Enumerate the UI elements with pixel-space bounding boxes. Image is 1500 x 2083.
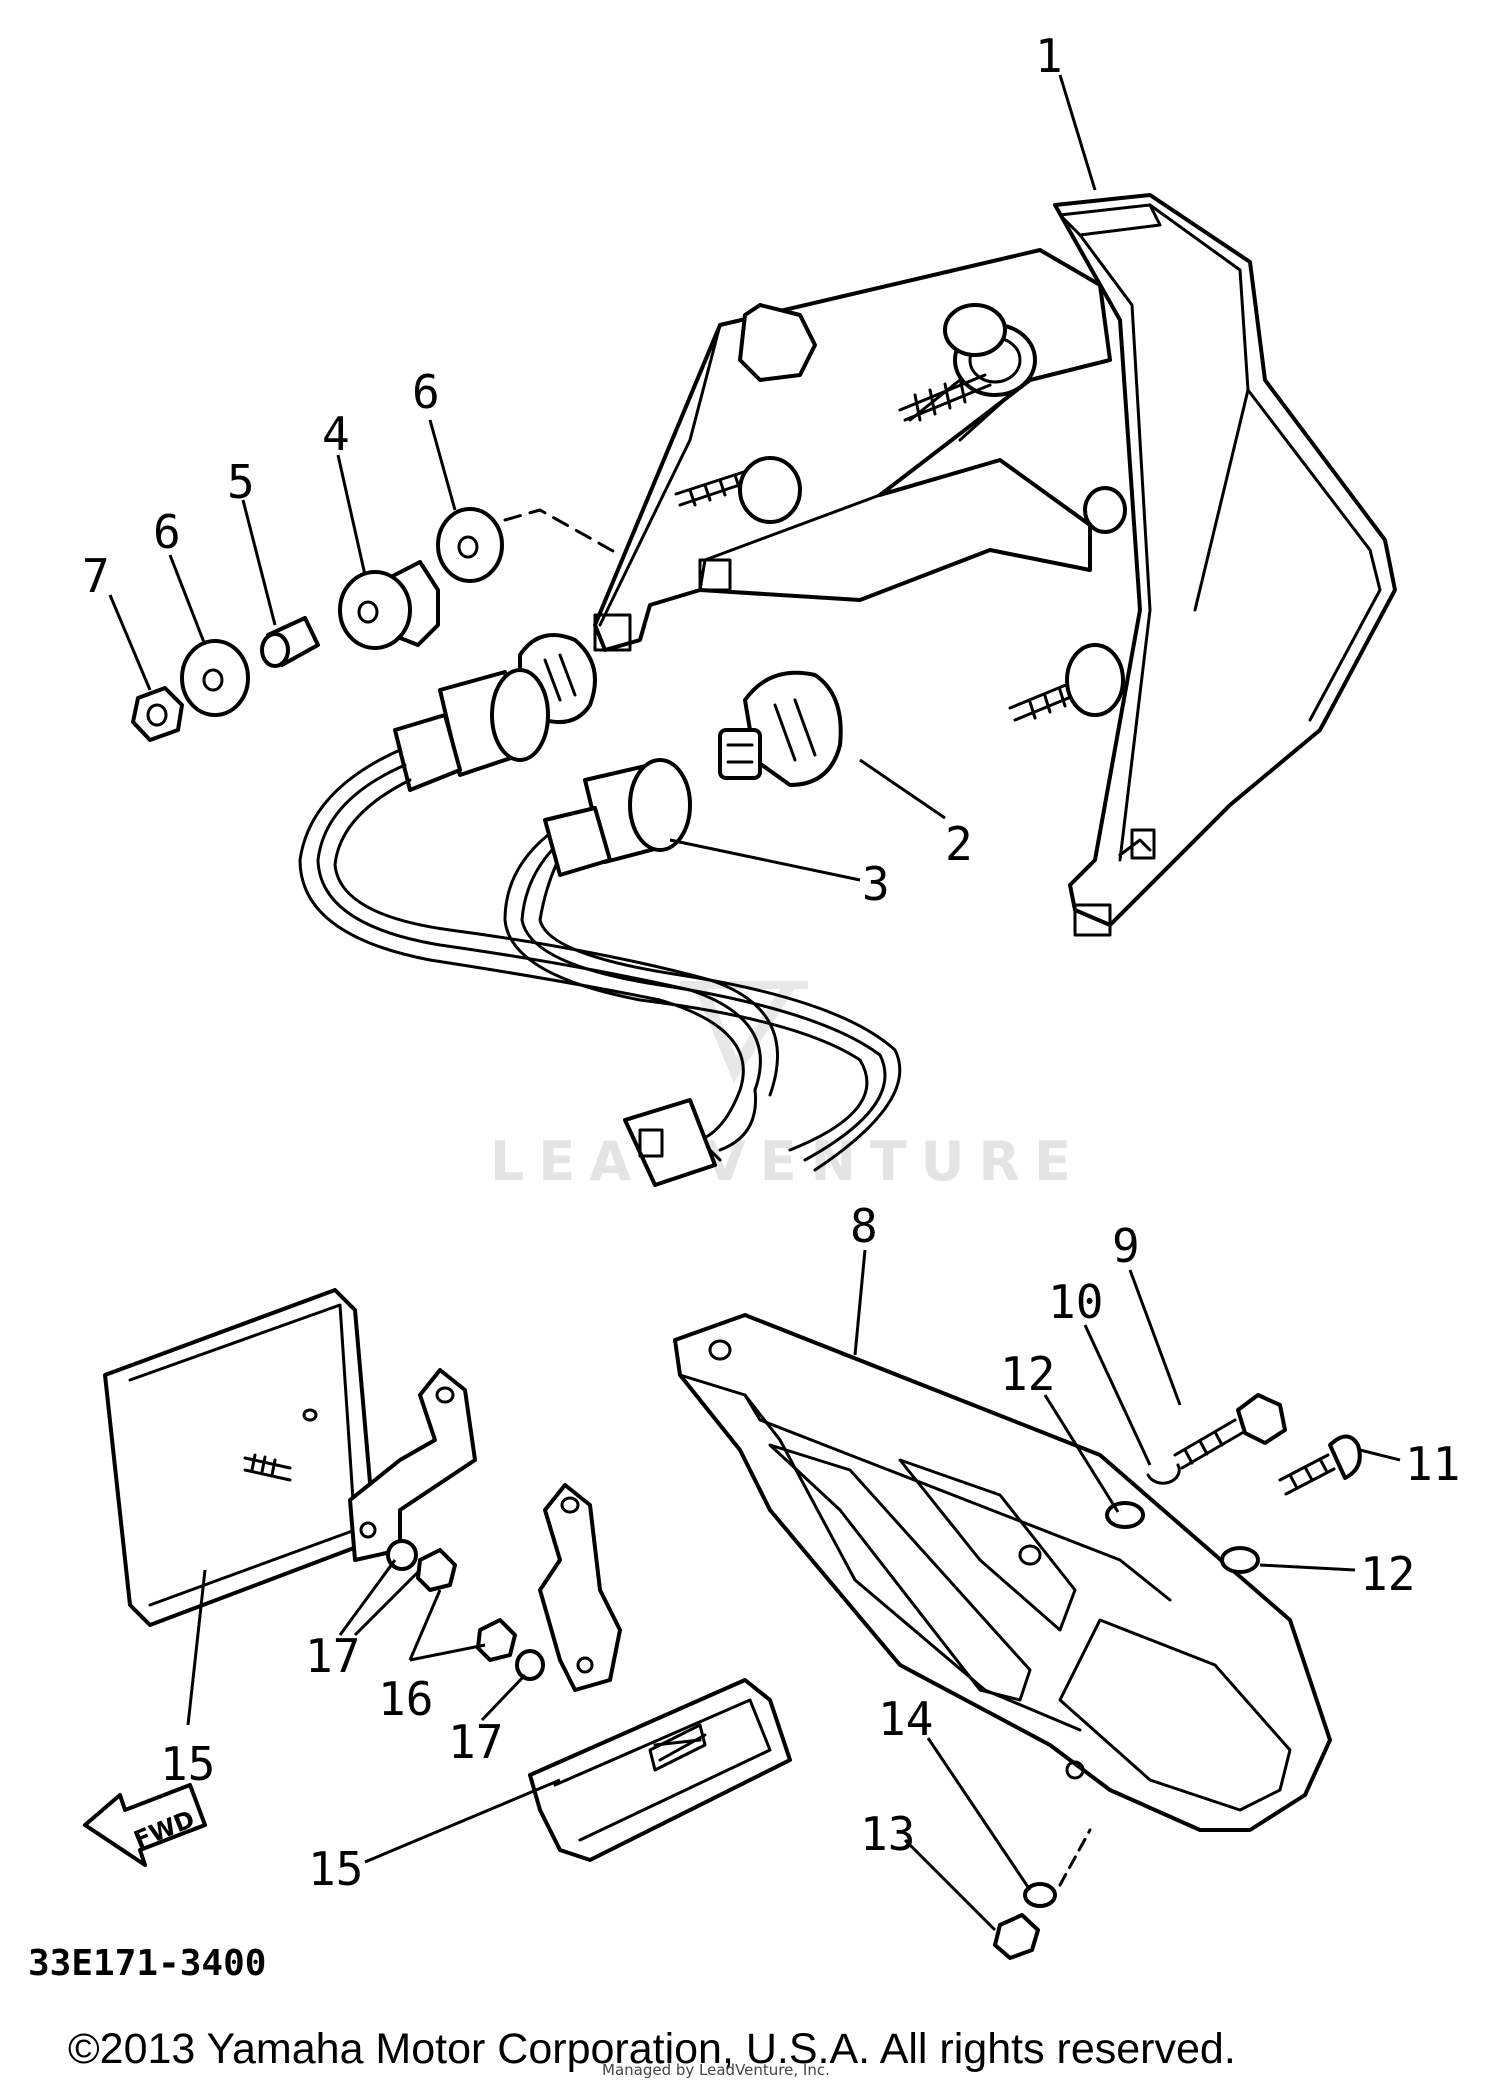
housing-stud — [898, 373, 992, 422]
watermark-text: LEADVENTURE — [490, 1130, 1085, 1193]
part-12-washer — [1105, 1501, 1145, 1529]
callout-labels: 1 2 3 4 5 6 6 7 8 9 10 11 12 12 13 14 15… — [82, 29, 1460, 1896]
part-6-washer-lower — [180, 639, 250, 717]
part-15-reflector-upper — [103, 1288, 377, 1627]
copyright-notice: ©2013 Yamaha Motor Corporation, U.S.A. A… — [68, 2025, 1236, 2073]
part-7-nut — [131, 686, 184, 742]
callout-15b: 15 — [308, 1842, 363, 1896]
callout-14: 14 — [878, 1692, 933, 1746]
callout-17b: 17 — [448, 1715, 503, 1769]
callout-11: 11 — [1405, 1437, 1460, 1491]
callout-15a: 15 — [160, 1737, 215, 1791]
part-9-bolt — [1173, 1393, 1287, 1470]
reflector-bracket-upper — [348, 1368, 477, 1562]
figure-id: 33E171-3400 — [28, 1943, 266, 1984]
callout-12a: 12 — [1000, 1347, 1055, 1401]
callout-9: 9 — [1112, 1219, 1140, 1273]
callout-7: 7 — [82, 549, 110, 603]
callout-2: 2 — [945, 817, 973, 871]
part-3-socket-upper — [393, 668, 550, 792]
forward-direction-arrow: FWD — [83, 1783, 207, 1867]
part-10-lock-washer — [1146, 1463, 1181, 1485]
callout-8: 8 — [850, 1199, 878, 1253]
part-16-nut — [476, 1618, 517, 1662]
credit-text: Managed by LeadVenture, Inc. — [602, 2061, 830, 2079]
part-11-screw — [1278, 1434, 1362, 1496]
callout-6a: 6 — [412, 365, 440, 419]
callout-10: 10 — [1048, 1275, 1103, 1329]
callout-12b: 12 — [1360, 1547, 1415, 1601]
callout-4: 4 — [322, 407, 350, 461]
callout-6b: 6 — [153, 505, 181, 559]
callout-1: 1 — [1035, 29, 1063, 83]
part-4-grommet — [338, 560, 440, 650]
part-17-washer — [515, 1649, 545, 1681]
callout-13: 13 — [860, 1807, 915, 1861]
callout-17a: 17 — [305, 1629, 360, 1683]
part-5-collar — [260, 616, 320, 668]
reflector-bracket-lower — [538, 1483, 622, 1692]
part-16-nut — [416, 1548, 457, 1592]
part-1-taillight-housing — [593, 193, 1397, 937]
assembly-dashed-line — [503, 508, 622, 557]
part-12-washer — [1220, 1546, 1260, 1574]
part-14-washer — [1023, 1882, 1057, 1908]
leader-lines — [108, 74, 1401, 1932]
callout-16: 16 — [378, 1672, 433, 1726]
part-13-nut — [993, 1913, 1040, 1960]
part-3-socket — [543, 758, 692, 877]
reflector-stud — [243, 1453, 292, 1482]
connector-coupler — [623, 1098, 717, 1187]
part-6-washer-upper — [436, 507, 504, 583]
part-2-bulb — [718, 670, 843, 787]
assembly-dashed-line — [1058, 1828, 1092, 1887]
part-8-plate-bracket — [673, 1313, 1332, 1832]
part-15-reflector-lower — [528, 1678, 792, 1862]
callout-3: 3 — [862, 857, 890, 911]
watermark-logo-mark — [680, 981, 808, 1083]
callout-5: 5 — [227, 455, 255, 509]
